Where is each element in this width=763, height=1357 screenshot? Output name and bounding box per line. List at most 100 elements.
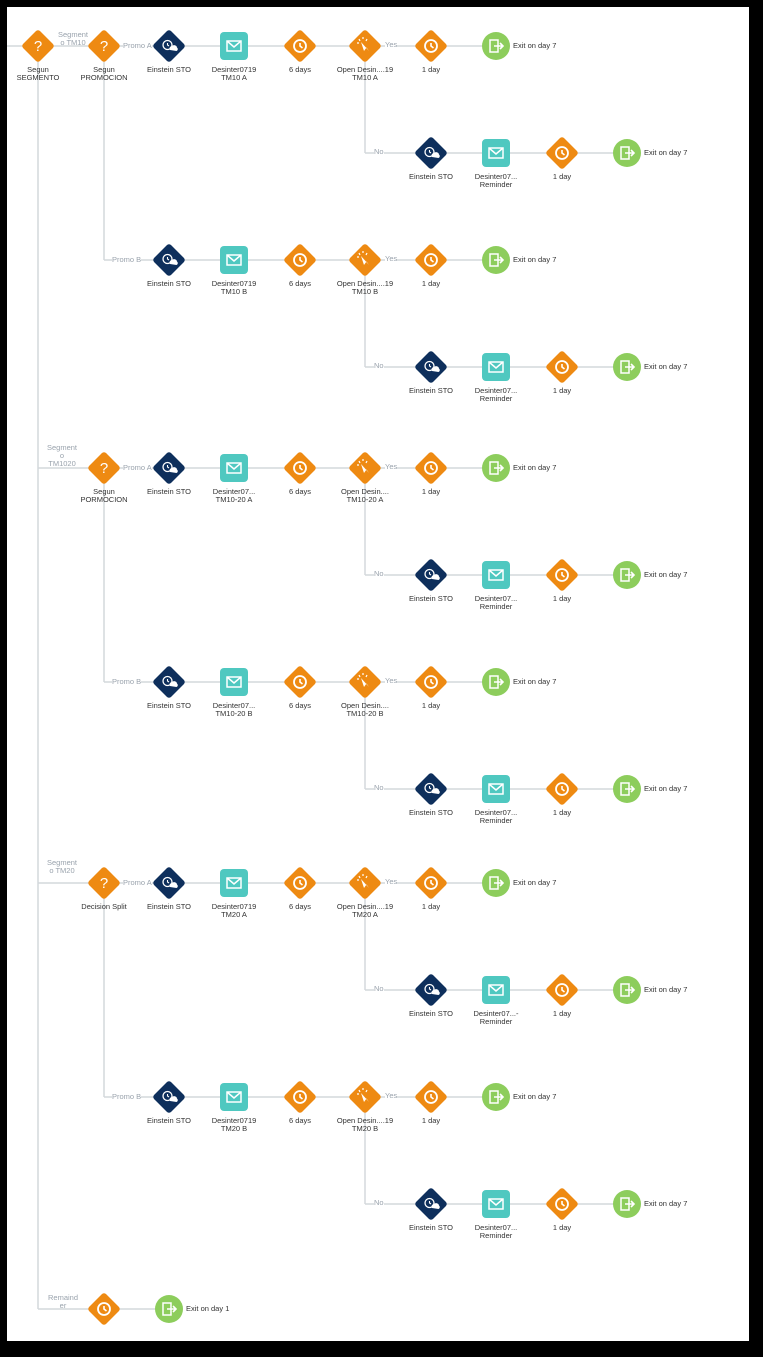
einstein-sto-node[interactable]	[414, 558, 448, 592]
email-node[interactable]	[220, 32, 248, 60]
exit-node[interactable]	[613, 139, 641, 167]
email-node[interactable]	[220, 668, 248, 696]
email-node[interactable]	[482, 775, 510, 803]
einstein-sto-node[interactable]	[414, 973, 448, 1007]
einstein-sto-label-line: Einstein STO	[146, 902, 192, 911]
einstein-sto-icon	[162, 675, 178, 687]
email-node[interactable]	[482, 976, 510, 1004]
wait-node[interactable]	[283, 866, 317, 900]
exit-label: Exit on day 7	[513, 1092, 557, 1101]
wait-node[interactable]	[545, 973, 579, 1007]
exit-node[interactable]	[155, 1295, 183, 1323]
wait-node[interactable]	[283, 243, 317, 277]
wait-node[interactable]	[545, 558, 579, 592]
email-node[interactable]	[482, 1190, 510, 1218]
exit-icon	[489, 876, 505, 890]
engagement-split-node[interactable]	[348, 1080, 382, 1114]
email-label: Desinter07...Reminder	[457, 173, 535, 189]
wait-node[interactable]	[283, 29, 317, 63]
no-branch-label: No	[374, 569, 384, 578]
wait-node[interactable]	[545, 136, 579, 170]
exit-node[interactable]	[482, 32, 510, 60]
einstein-sto-label-line: Einstein STO	[146, 279, 192, 288]
einstein-sto-node[interactable]	[414, 1187, 448, 1221]
email-node[interactable]	[220, 246, 248, 274]
wait-node[interactable]	[545, 772, 579, 806]
exit-node[interactable]	[613, 1190, 641, 1218]
decision-split-node[interactable]: ?	[87, 451, 121, 485]
envelope-icon	[226, 254, 242, 266]
email-node[interactable]	[482, 561, 510, 589]
exit-node[interactable]	[482, 668, 510, 696]
exit-node[interactable]	[482, 454, 510, 482]
einstein-sto-node[interactable]	[152, 866, 186, 900]
email-node[interactable]	[482, 139, 510, 167]
wait-node[interactable]	[414, 243, 448, 277]
envelope-icon	[488, 783, 504, 795]
clock-icon	[293, 675, 307, 689]
email-node[interactable]	[482, 353, 510, 381]
wait-node[interactable]	[545, 1187, 579, 1221]
wait-node[interactable]	[283, 1080, 317, 1114]
exit-node[interactable]	[613, 561, 641, 589]
email-label-line: Desinter07...-	[473, 1009, 519, 1018]
wait-label: 1 day	[523, 173, 601, 181]
decision-split-node[interactable]: ?	[87, 866, 121, 900]
engagement-split-node[interactable]	[348, 665, 382, 699]
decision-split-label: Decision Split	[65, 903, 143, 911]
yes-branch-label: Yes	[385, 676, 398, 685]
einstein-sto-icon	[162, 876, 178, 888]
wait-label-line: 6 days	[288, 701, 312, 710]
remainder-branch-label-line: er	[59, 1301, 67, 1310]
einstein-sto-node[interactable]	[152, 243, 186, 277]
einstein-sto-icon	[424, 1197, 440, 1209]
exit-icon	[489, 253, 505, 267]
exit-node[interactable]	[482, 246, 510, 274]
wait-node[interactable]	[545, 350, 579, 384]
engagement-split-node[interactable]	[348, 866, 382, 900]
exit-node[interactable]	[613, 976, 641, 1004]
exit-label: Exit on day 7	[513, 878, 557, 887]
email-label: Desinter07...Reminder	[457, 595, 535, 611]
wait-label-line: 1 day	[421, 65, 441, 74]
engagement-split-node[interactable]	[348, 29, 382, 63]
email-label-line: TM10-20 A	[215, 495, 253, 504]
wait-node[interactable]	[414, 866, 448, 900]
einstein-sto-node[interactable]	[414, 136, 448, 170]
einstein-sto-label: Einstein STO	[392, 387, 470, 395]
decision-split-node[interactable]: ?	[87, 29, 121, 63]
email-label-line: TM20 A	[221, 910, 247, 919]
exit-node[interactable]	[482, 1083, 510, 1111]
einstein-sto-node[interactable]	[414, 772, 448, 806]
engagement-split-node[interactable]	[348, 451, 382, 485]
engagement-split-label-line: TM20 A	[352, 910, 378, 919]
exit-node[interactable]	[613, 775, 641, 803]
wait-node[interactable]	[414, 451, 448, 485]
no-branch-label: No	[374, 783, 384, 792]
wait-node[interactable]	[283, 665, 317, 699]
einstein-sto-node[interactable]	[152, 451, 186, 485]
wait-node[interactable]	[414, 29, 448, 63]
einstein-sto-node[interactable]	[152, 29, 186, 63]
exit-node[interactable]	[613, 353, 641, 381]
wait-node[interactable]	[87, 1292, 121, 1326]
einstein-sto-node[interactable]	[152, 665, 186, 699]
email-node[interactable]	[220, 869, 248, 897]
einstein-sto-icon	[162, 253, 178, 265]
email-node[interactable]	[220, 454, 248, 482]
root-decision-split-node[interactable]: ?	[21, 29, 55, 63]
no-branch-label: No	[374, 984, 384, 993]
email-node[interactable]	[220, 1083, 248, 1111]
einstein-sto-label-line: Einstein STO	[408, 172, 454, 181]
einstein-sto-node[interactable]	[414, 350, 448, 384]
wait-node[interactable]	[283, 451, 317, 485]
einstein-sto-node[interactable]	[152, 1080, 186, 1114]
einstein-sto-label: Einstein STO	[130, 280, 208, 288]
exit-node[interactable]	[482, 869, 510, 897]
wait-node[interactable]	[414, 665, 448, 699]
wait-node[interactable]	[414, 1080, 448, 1114]
engagement-split-node[interactable]	[348, 243, 382, 277]
yes-branch-label: Yes	[385, 1091, 398, 1100]
